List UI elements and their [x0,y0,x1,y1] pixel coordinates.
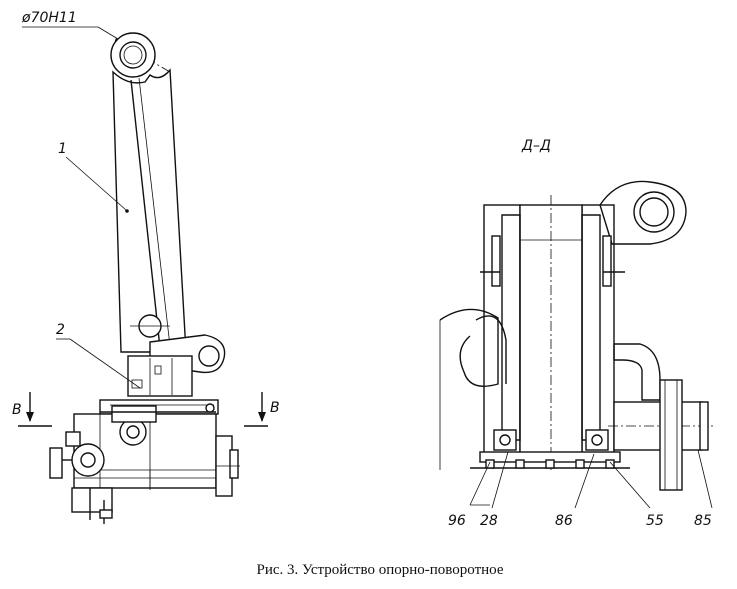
bolt-head-5 [605,459,615,469]
right-bearing [585,429,609,451]
callout-85-leader [697,449,713,509]
bolt-head-2 [515,459,525,469]
left-bearing [493,429,517,451]
right-bracket [613,343,661,401]
callout-96-leader [469,461,491,506]
bottom-nut [99,509,113,519]
callout-55-leader [609,461,651,509]
worm-gear-hub [126,425,140,439]
view-b-label-left: B [12,402,22,418]
arm-top-bore [119,41,147,69]
worm-shaft-end [699,401,709,451]
section-title: Д–Д [521,138,551,154]
left-bearing-ball [499,434,511,446]
callout-85: 85 [694,513,712,529]
left-cutaway-inner [475,315,507,384]
figure-caption: Рис. 3. Устройство опорно-поворотное [257,562,504,578]
callout-28-leader [491,451,509,509]
bottom-bracket [71,487,113,513]
view-b-label-right: B [270,400,280,416]
worm-gear-cover [111,405,157,423]
bracket-block [65,431,81,447]
hub-marker-1 [154,365,162,375]
arm-rib-line-2 [138,77,171,347]
item-1-leader [65,156,127,211]
worm-wheel [659,379,683,491]
callout-86-leader [574,453,595,509]
section-view: Д–Д [439,138,715,529]
callout-55: 55 [646,513,664,529]
arm-rib-line [130,79,161,349]
bolt-head-4 [575,459,585,469]
item-1-label: 1 [58,141,67,157]
diameter-label: ø70H11 [21,10,77,26]
left-view: ø70H11 1 2 B [12,10,280,524]
worm-gear-wheel [119,418,147,446]
arm-top-bore-inner [123,45,143,65]
left-stud [491,235,501,287]
output-flange-cap [229,449,239,479]
item-1-leader-dot [125,209,129,213]
right-stud [602,235,612,287]
bolt-head-1 [485,459,495,469]
item-2-leader [69,338,141,389]
hub-cylinder [127,355,193,397]
bolt-head-3 [545,459,555,469]
callout-96: 96 [448,513,466,529]
callout-28: 28 [480,513,498,529]
view-b-arrowhead-left [26,412,34,422]
arm-body [112,68,187,353]
right-bearing-ball [591,434,603,446]
callout-86: 86 [555,513,573,529]
arm-top-eye [110,32,156,78]
hand-wheel-hub [80,452,96,468]
hub-marker-2 [131,379,143,389]
right-bushing [581,214,601,441]
hand-wheel [71,443,105,477]
view-b-arrowhead-right [258,412,266,422]
item-2-label: 2 [56,322,65,338]
arm-lower-lug-hole [198,345,220,367]
hand-wheel-bracket [49,447,63,479]
section-top-hole-inner [639,197,669,227]
tie-rod-end [205,403,215,413]
left-bushing [501,214,521,441]
left-cutaway [439,308,499,387]
